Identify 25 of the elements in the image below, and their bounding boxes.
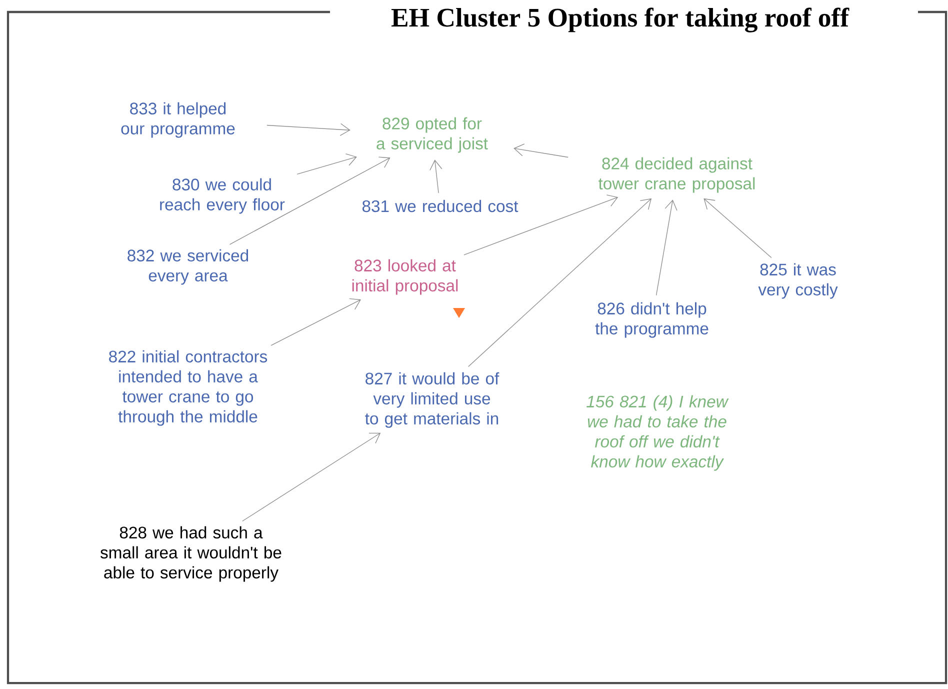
arrow: [242, 432, 381, 522]
node-text: 826 didn't help the programme: [595, 302, 708, 338]
arrow: [656, 200, 678, 296]
node-text: 827 it would be of very limited use to get materials in: [365, 372, 500, 428]
arrow: [514, 144, 568, 158]
node-text: 825 it was very costly: [758, 263, 838, 299]
arrow: [266, 123, 350, 136]
node-text: 822 initial contractors intended to have a tower crane to go through the middle: [109, 350, 268, 426]
node-text: 828 we had such a small area it wouldn't be able to service properly: [100, 526, 282, 582]
note-text: 156 821 (4) I knew we had to take the roof off we didn't know how exactly: [586, 395, 729, 471]
arrow: [430, 160, 442, 194]
node-text: 824 decided against tower crane proposal: [598, 157, 755, 193]
arrow: [704, 198, 772, 258]
arrow: [229, 156, 390, 245]
node-text: 823 looked at initial proposal: [352, 259, 458, 295]
arrow: [464, 194, 618, 256]
node-text: 833 it helped our programme: [121, 102, 235, 138]
arrow: [270, 298, 361, 346]
node-text: 829 opted for a serviced joist: [376, 117, 488, 153]
arrow: [468, 198, 652, 367]
node-text: 832 we serviced every area: [128, 249, 248, 285]
node-text: 831 we reduced cost: [362, 200, 518, 212]
arrow: [296, 154, 357, 175]
title: EH Cluster 5 Options for taking roof off: [391, 8, 850, 32]
node-text: 830 we could reach every floor: [160, 178, 285, 214]
